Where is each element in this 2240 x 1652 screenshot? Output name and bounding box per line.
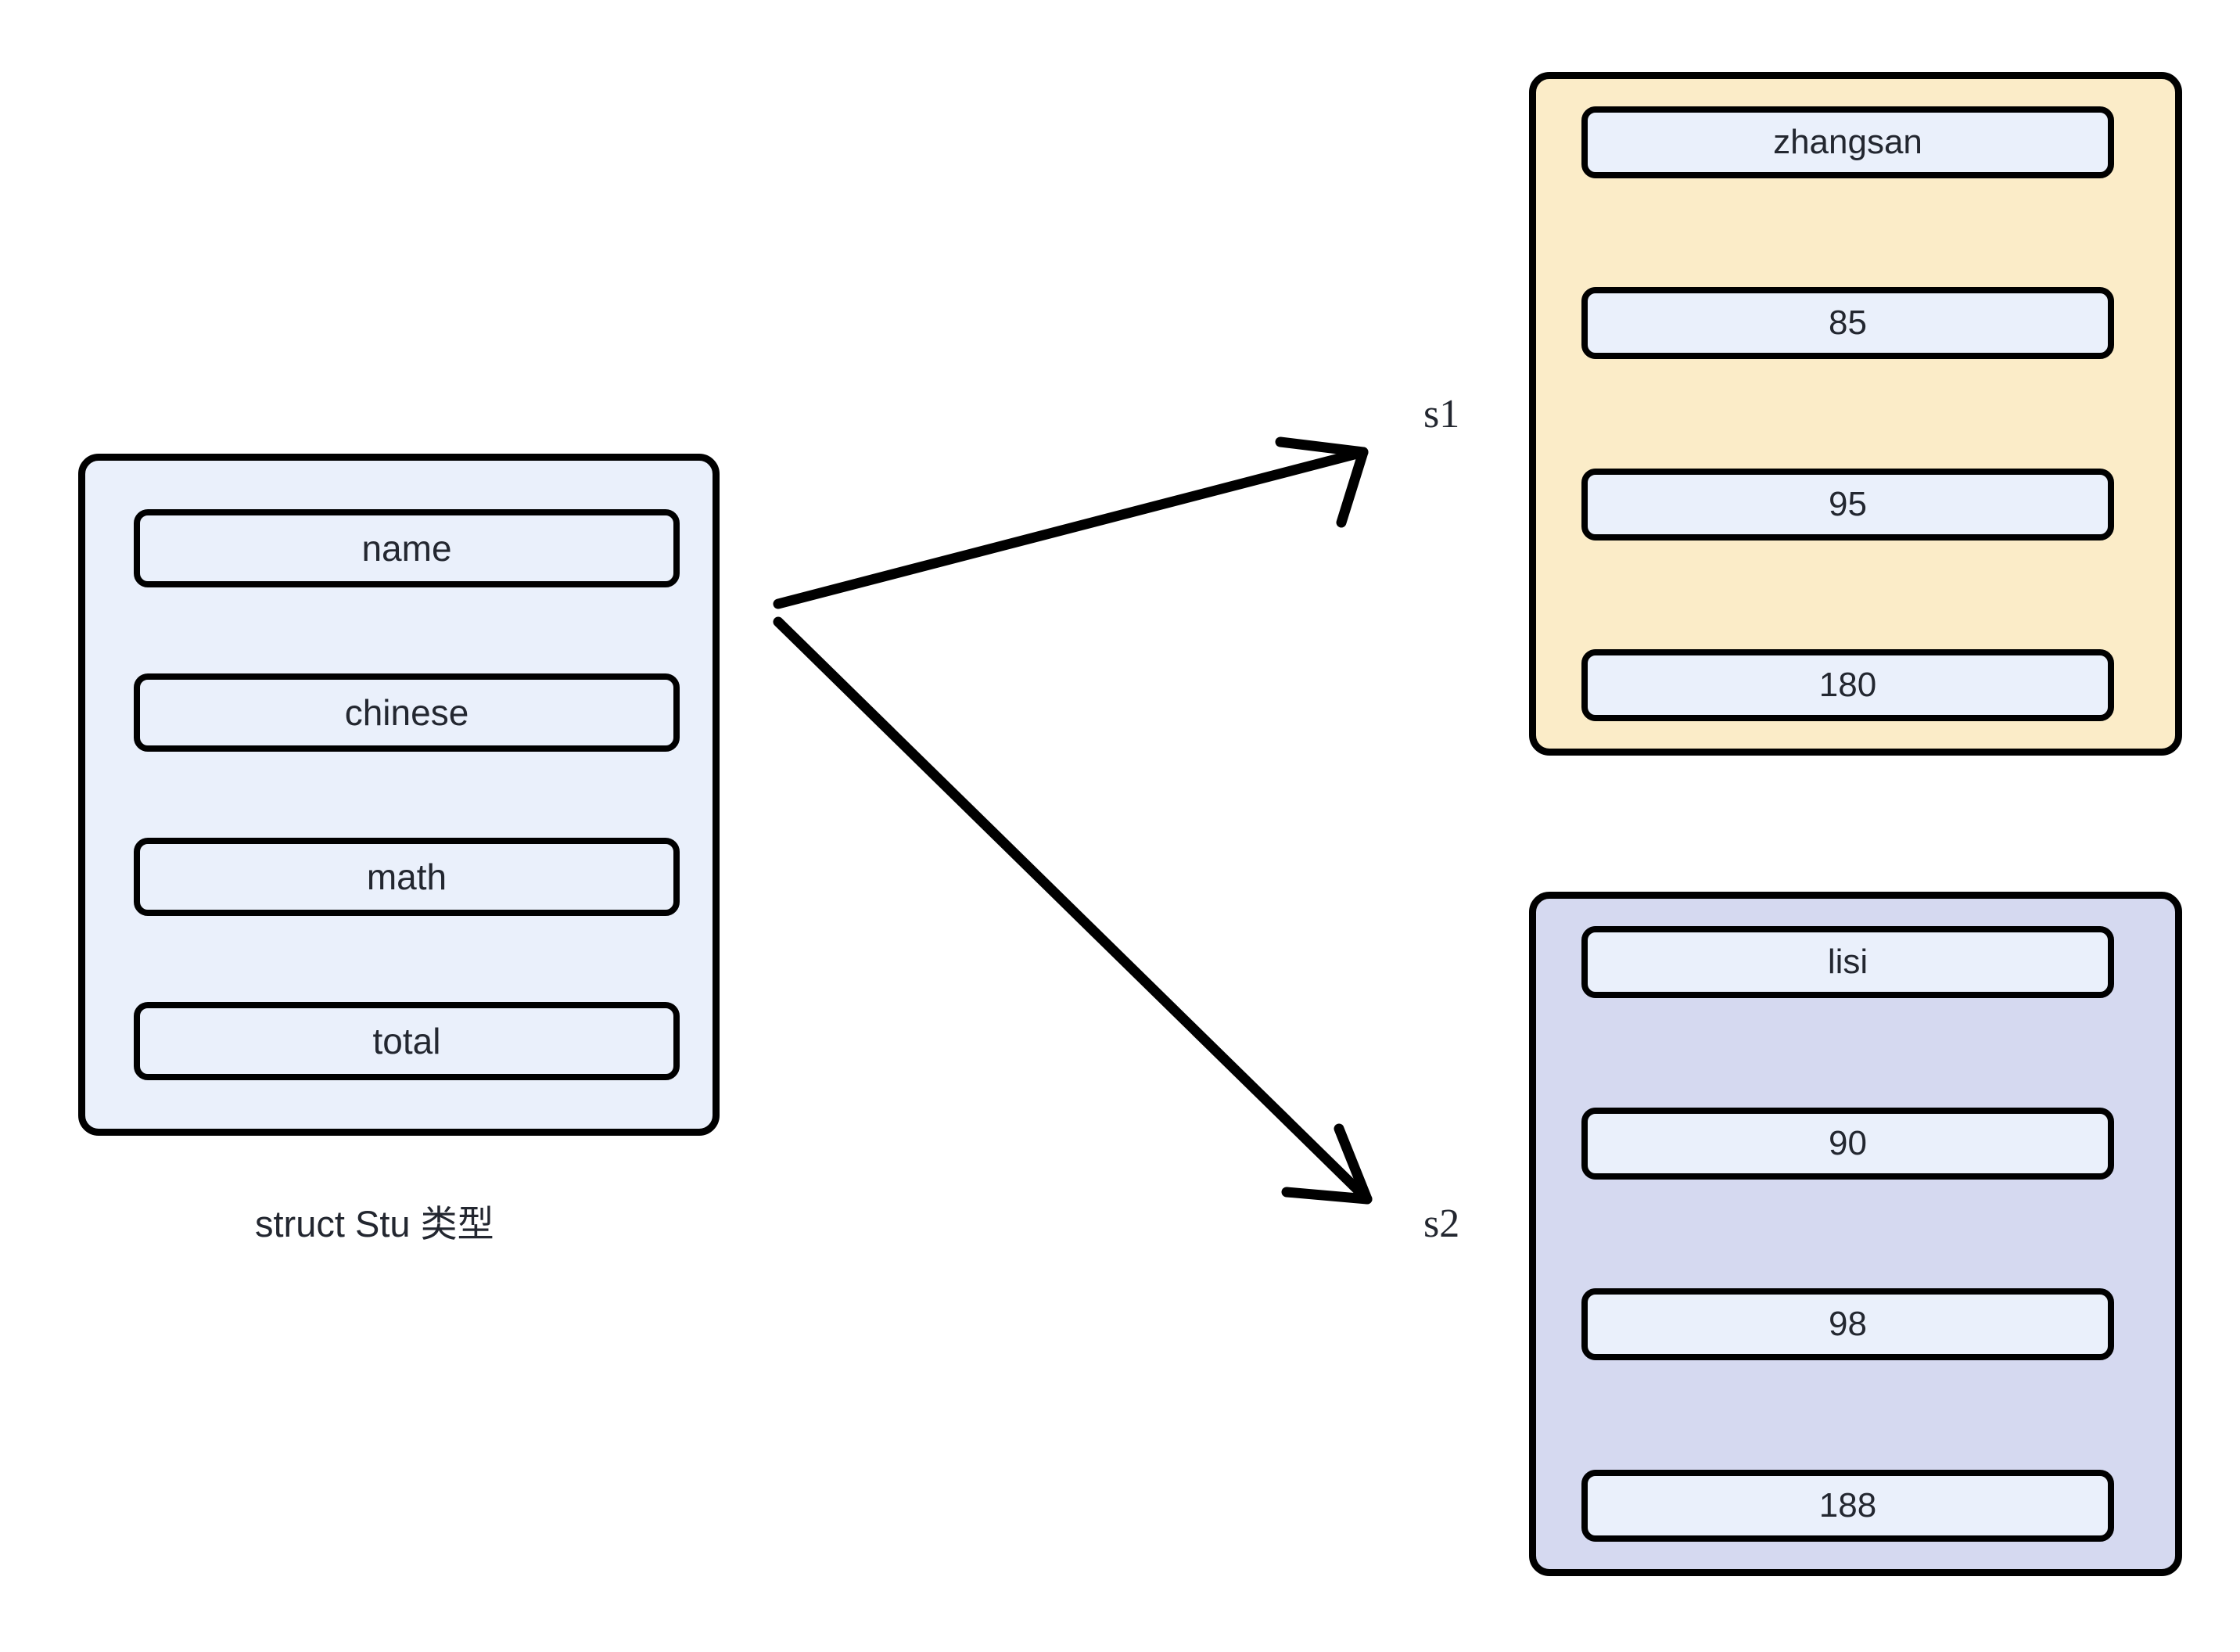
instance-box-s1: zhangsan 85 95 180: [1529, 72, 2182, 756]
s2-field-total: 188: [1581, 1469, 2114, 1542]
s1-field-total: 180: [1581, 648, 2114, 721]
arrow-to-s2: [773, 616, 1373, 1205]
struct-type-caption: struct Stu 类型: [255, 1203, 494, 1244]
s1-field-math: 95: [1581, 468, 2114, 540]
s2-field-name: lisi: [1581, 926, 2114, 998]
struct-field-name: name: [134, 509, 680, 587]
s1-field-chinese: 85: [1581, 287, 2114, 360]
pointer-label-s2: s2: [1423, 1201, 1460, 1246]
instance-box-s2: lisi 90 98 188: [1529, 892, 2182, 1576]
struct-field-total: total: [134, 1002, 680, 1080]
struct-type-box: name chinese math total: [78, 454, 720, 1136]
s2-field-math: 98: [1581, 1288, 2114, 1361]
arrow-to-s1: [773, 436, 1369, 609]
struct-field-math: math: [134, 838, 680, 916]
struct-field-chinese: chinese: [134, 673, 680, 752]
pointer-label-s1: s1: [1423, 392, 1460, 436]
s1-field-name: zhangsan: [1581, 106, 2114, 178]
s2-field-chinese: 90: [1581, 1107, 2114, 1180]
